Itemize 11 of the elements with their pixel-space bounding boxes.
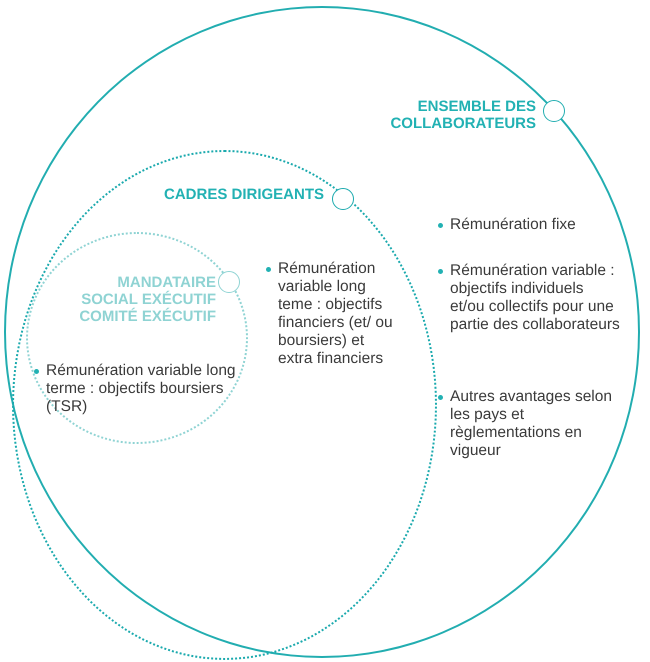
group-heading: MANDATAIRE SOCIAL EXÉCUTIF COMITÉ EXÉCUTIF <box>78 274 216 325</box>
bullet-text: Rémunération variable long terme : objectifs boursiers (TSR) <box>32 362 242 416</box>
circle-outline <box>12 150 437 660</box>
group-heading: ENSEMBLE DES COLLABORATEURS <box>389 98 536 132</box>
bullet-text: Rémunération variable : objectifs individuels et/ou collectifs pour une partie des collaborateurs <box>436 262 621 334</box>
bullet-text: Rémunération variable long teme : objectifs financiers (et/ ou boursiers) et extra financiers <box>264 260 399 368</box>
circle-outline <box>4 6 640 658</box>
circle-outline <box>26 232 248 444</box>
bullet-text: Autres avantages selon les pays et règlementations en vigueur <box>436 388 621 460</box>
group-heading: CADRES DIRIGEANTS <box>162 186 324 203</box>
bullet-text: Rémunération fixe <box>436 216 621 234</box>
